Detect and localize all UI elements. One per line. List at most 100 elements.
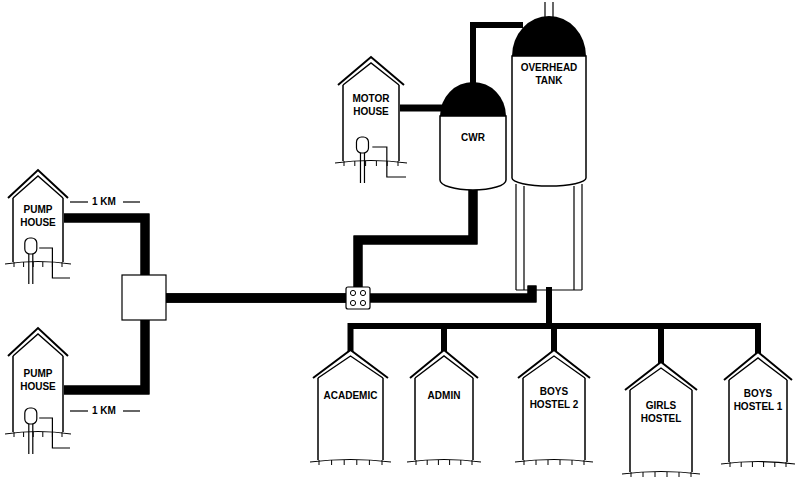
wall-fill bbox=[522, 378, 586, 460]
foundation-marks bbox=[524, 460, 584, 465]
foundation-mark bbox=[365, 161, 366, 166]
walls bbox=[523, 378, 585, 460]
ground-line bbox=[335, 161, 407, 164]
foundation-marks bbox=[344, 161, 398, 166]
roof-inner bbox=[318, 356, 383, 378]
water-pipe bbox=[549, 290, 758, 354]
foundation-mark bbox=[23, 432, 24, 437]
campus-building: BOYS HOSTEL 1 bbox=[724, 352, 792, 470]
node-label: CWR bbox=[445, 132, 501, 145]
distance-label: 1 KM bbox=[91, 405, 117, 417]
junction-box bbox=[122, 275, 166, 320]
ground-line bbox=[5, 262, 71, 265]
wall-fill bbox=[342, 85, 400, 161]
foundation-mark bbox=[752, 462, 753, 467]
roof-outer bbox=[625, 362, 697, 390]
wall-fill bbox=[317, 378, 384, 460]
foundation-marks bbox=[319, 460, 382, 465]
node-label: ACADEMIC bbox=[318, 390, 383, 403]
walls bbox=[630, 390, 692, 472]
foundation-mark bbox=[344, 161, 345, 166]
tank-dome bbox=[512, 16, 586, 56]
foundation-mark bbox=[416, 460, 417, 465]
node-label: GIRLS HOSTEL bbox=[630, 400, 692, 425]
pump-house: PUMP HOUSE bbox=[8, 170, 68, 270]
foundation-marks bbox=[14, 262, 62, 267]
foundation-mark bbox=[398, 161, 399, 166]
node-label: BOYS HOSTEL 1 bbox=[729, 388, 787, 413]
walls bbox=[729, 380, 787, 462]
foundation-mark bbox=[14, 432, 15, 437]
walls bbox=[415, 378, 473, 460]
well-pipe bbox=[29, 254, 33, 284]
roof-inner bbox=[343, 63, 399, 85]
foundation-mark bbox=[741, 462, 742, 467]
foundation-mark bbox=[679, 472, 680, 477]
roof-outer bbox=[313, 350, 388, 378]
campus-building: ACADEMIC bbox=[313, 350, 388, 468]
water-pipe bbox=[444, 290, 549, 352]
foundation-mark bbox=[584, 460, 585, 465]
roof-outer bbox=[8, 328, 68, 356]
pump-body bbox=[356, 137, 368, 153]
foundation-marks bbox=[631, 472, 691, 477]
wall-fill bbox=[12, 198, 64, 262]
foundation-mark bbox=[42, 262, 43, 267]
roof-inner bbox=[415, 356, 473, 378]
node-label: PUMP HOUSE bbox=[13, 368, 63, 393]
foundation-mark bbox=[786, 462, 787, 467]
foundation-mark bbox=[62, 262, 63, 267]
ground-line bbox=[622, 472, 700, 475]
roof-inner bbox=[13, 334, 63, 356]
pump-body bbox=[25, 238, 37, 254]
walls bbox=[13, 356, 63, 432]
clear-water-reservoir: CWR bbox=[440, 82, 506, 190]
foundation-mark bbox=[356, 460, 357, 465]
foundation-mark bbox=[763, 462, 764, 467]
dimension-line bbox=[123, 410, 140, 411]
dimension-line bbox=[123, 201, 140, 202]
walls bbox=[318, 378, 383, 460]
dimension-line bbox=[70, 201, 88, 202]
foundation-mark bbox=[536, 460, 537, 465]
foundation-marks bbox=[416, 460, 472, 465]
campus-building: GIRLS HOSTEL bbox=[625, 362, 697, 480]
foundation-mark bbox=[376, 161, 377, 166]
ground-line bbox=[721, 462, 795, 465]
motor-house: MOTOR HOUSE bbox=[338, 57, 404, 169]
foundation-mark bbox=[631, 472, 632, 477]
foundation-mark bbox=[643, 472, 644, 477]
foundation-mark bbox=[42, 432, 43, 437]
campus-building: BOYS HOSTEL 2 bbox=[518, 350, 590, 468]
valve-port bbox=[360, 300, 365, 305]
foundation-mark bbox=[548, 460, 549, 465]
foundation-mark bbox=[449, 460, 450, 465]
foundation-mark bbox=[319, 460, 320, 465]
foundation-mark bbox=[730, 462, 731, 467]
roof-outer bbox=[518, 350, 590, 378]
pump-symbol bbox=[356, 137, 406, 183]
overhead-tank-outline bbox=[512, 8, 586, 290]
roof-inner bbox=[523, 356, 585, 378]
valve-symbol bbox=[346, 287, 370, 309]
foundation-mark bbox=[560, 460, 561, 465]
pump-symbol bbox=[25, 238, 70, 284]
foundation-mark bbox=[382, 460, 383, 465]
foundation-mark bbox=[472, 460, 473, 465]
water-pipe bbox=[399, 105, 440, 112]
wall-fill bbox=[629, 390, 693, 472]
pump-body bbox=[25, 408, 37, 424]
foundation-mark bbox=[774, 462, 775, 467]
foundation-marks bbox=[730, 462, 786, 467]
campus-building-outline bbox=[410, 350, 478, 468]
wall-fill bbox=[728, 380, 788, 462]
foundation-mark bbox=[331, 460, 332, 465]
valve-port bbox=[360, 290, 365, 295]
pump-house: PUMP HOUSE bbox=[8, 328, 68, 440]
ground-line bbox=[407, 460, 481, 463]
well-pipe bbox=[360, 153, 364, 183]
foundation-mark bbox=[460, 460, 461, 465]
roof-outer bbox=[338, 57, 404, 85]
ground-line bbox=[5, 432, 71, 435]
